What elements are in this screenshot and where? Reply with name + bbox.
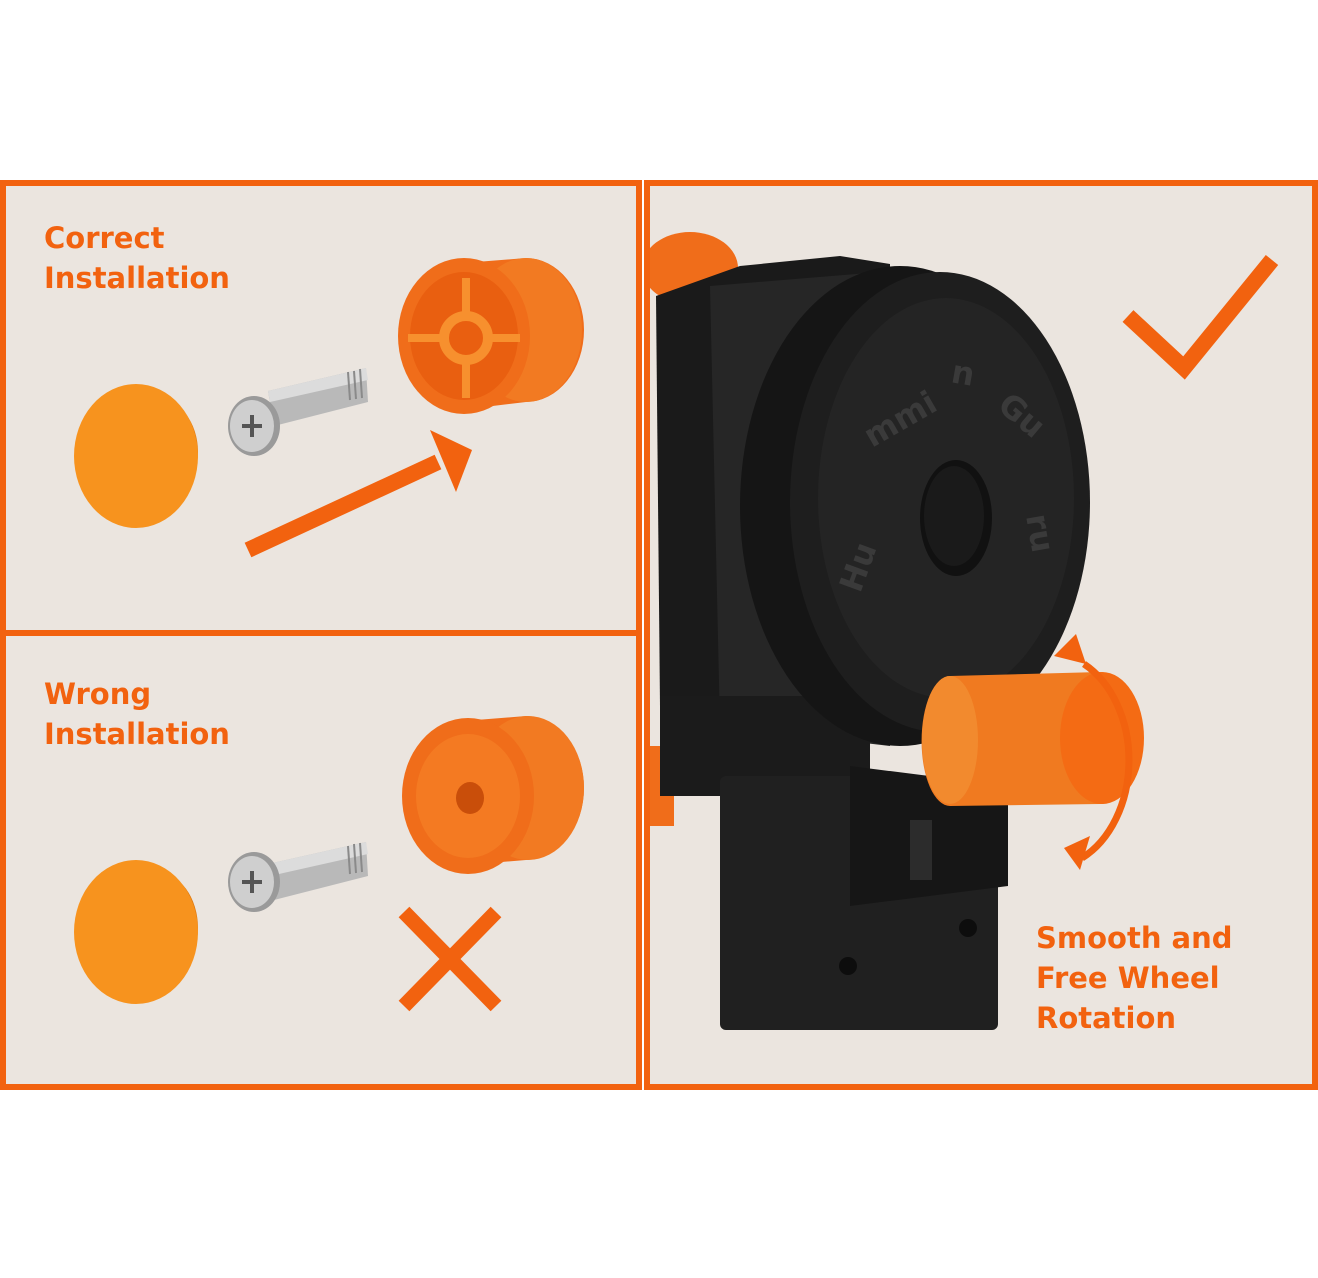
end-cap (74, 860, 198, 1004)
wheel (402, 716, 584, 874)
wheel (921, 672, 1144, 806)
correct-installation-heading: Correct Installation (44, 221, 230, 295)
end-cap (74, 384, 198, 528)
arrow-icon (244, 430, 472, 558)
rotation-panel: Hu mmi n Gu ru Smooth and Free Wheel Rot… (644, 180, 1318, 1090)
correct-installation-illustration (74, 258, 584, 558)
screw (228, 842, 368, 912)
cross-icon (398, 906, 502, 1012)
checkmark-icon (1122, 254, 1279, 380)
rotation-arrows-icon (1054, 634, 1133, 870)
rotation-caption: Smooth and Free Wheel Rotation (1036, 921, 1233, 1035)
screw (228, 368, 368, 456)
wrong-installation-panel: Wrong Installation (0, 630, 642, 1090)
feeder-illustration: Hu mmi n Gu ru (650, 232, 1279, 1030)
wrong-installation-heading: Wrong Installation (44, 677, 230, 751)
svg-text:ru: ru (1018, 511, 1062, 556)
correct-installation-panel: Correct Installation (0, 180, 642, 636)
feeder-drum (740, 266, 1090, 746)
wrong-installation-illustration (74, 716, 584, 1012)
wheel (398, 258, 584, 414)
